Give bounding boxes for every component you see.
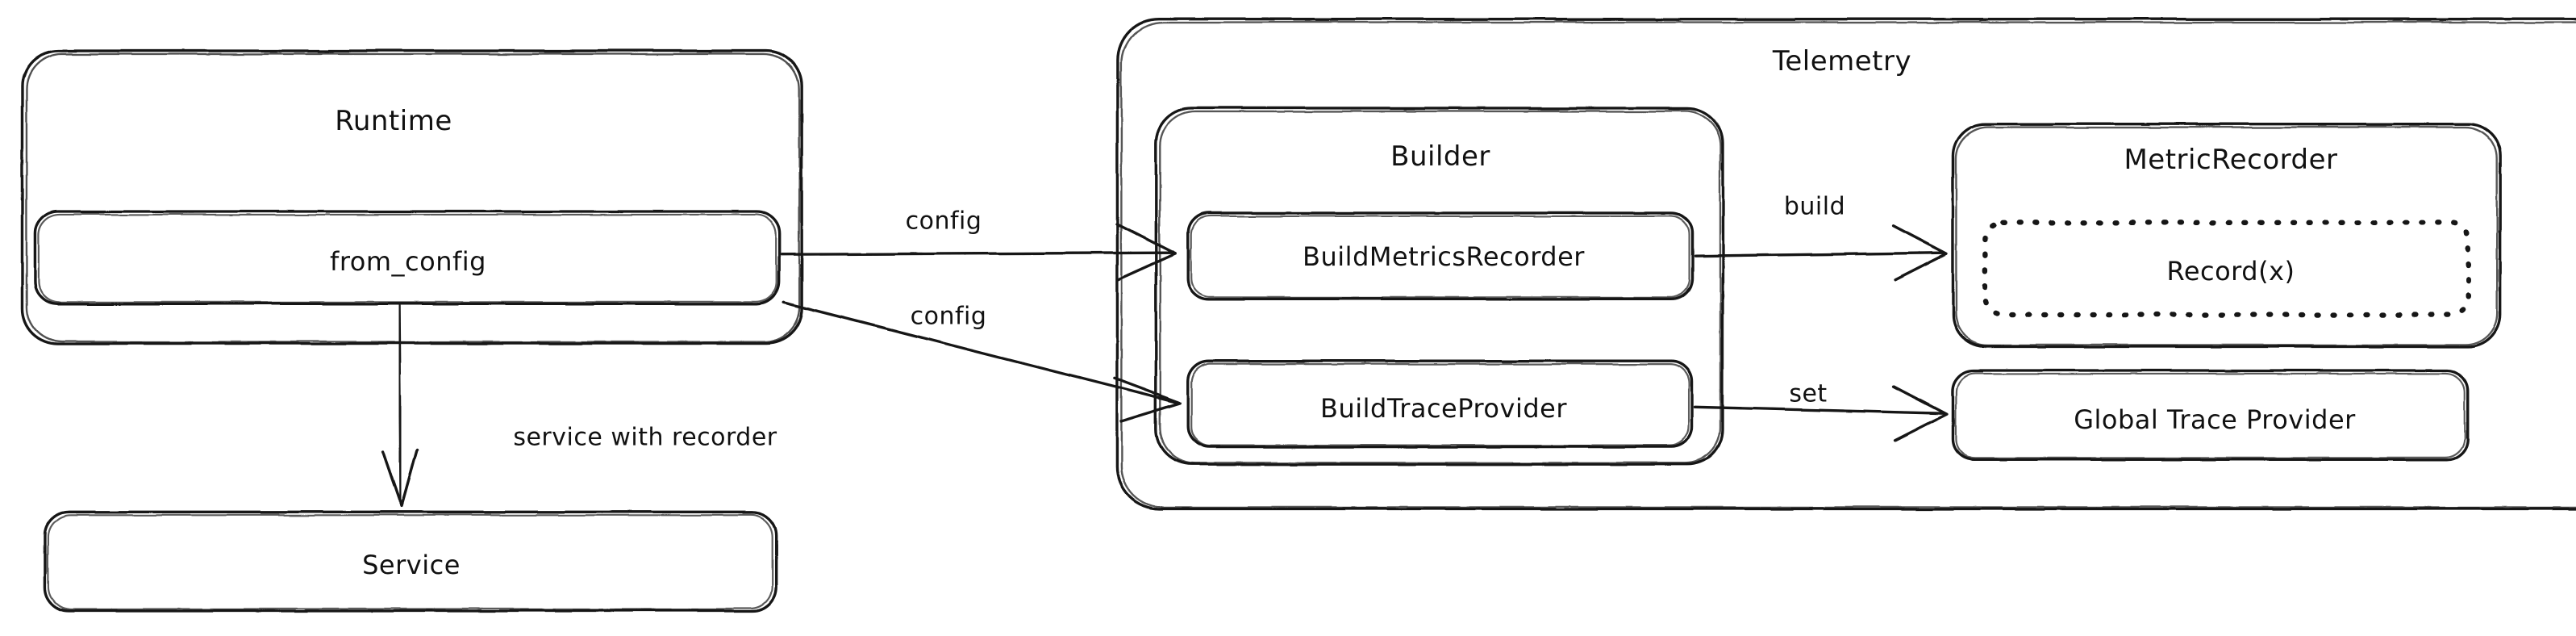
from-config-box-outline[interactable] (34, 210, 781, 305)
record-x-box-outline[interactable] (1982, 220, 2471, 318)
runtime-container-outline[interactable] (21, 49, 803, 345)
metric-recorder-container-outline[interactable] (1951, 122, 2502, 349)
service-box-outline[interactable] (44, 510, 777, 613)
telemetry-container-outline[interactable] (1115, 17, 2576, 511)
edge-config-to-build-trace-provider (781, 300, 1182, 423)
build-trace-provider-box-outline[interactable] (1186, 359, 1694, 449)
builder-container-outline[interactable] (1154, 107, 1724, 466)
edge-service-with-recorder (381, 303, 419, 508)
build-metrics-recorder-box-outline[interactable] (1186, 211, 1694, 301)
edge-set-to-global-trace-provider (1694, 385, 1949, 442)
edge-build-to-metric-recorder (1694, 224, 1949, 282)
global-trace-provider-box-outline[interactable] (1951, 369, 2470, 462)
edge-config-to-build-metrics-recorder (781, 223, 1177, 282)
